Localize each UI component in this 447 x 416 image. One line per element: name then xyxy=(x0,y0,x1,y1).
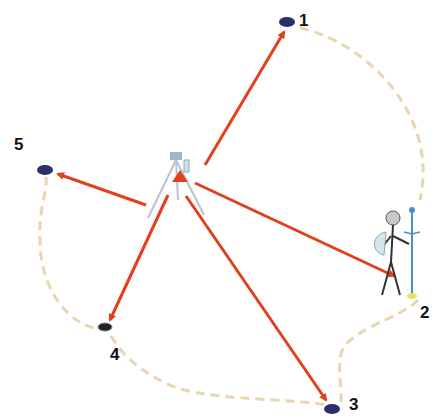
callout-number: 5 xyxy=(14,136,23,153)
callout-number: 3 xyxy=(349,396,358,413)
survey-point xyxy=(37,165,53,175)
measurement-arrows xyxy=(58,32,394,400)
callout-number: 4 xyxy=(110,346,119,363)
callout-number: 1 xyxy=(299,12,308,29)
surveyor xyxy=(374,207,420,299)
survey-point xyxy=(279,17,295,27)
callout-number: 2 xyxy=(420,304,429,321)
survey-point xyxy=(98,323,112,331)
survey-point xyxy=(324,404,340,414)
traverse-line xyxy=(40,28,423,408)
